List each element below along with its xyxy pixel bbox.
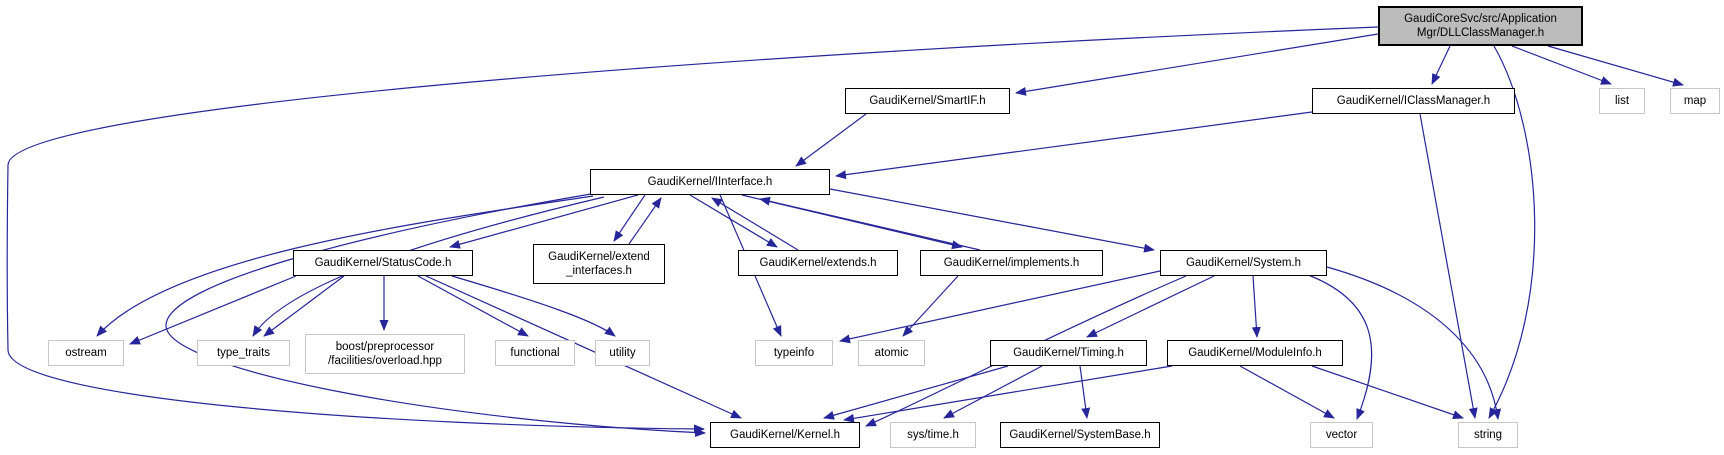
node-label: GaudiKernel/SystemBase.h <box>1009 428 1151 441</box>
node-typeinfo[interactable]: typeinfo <box>755 340 833 366</box>
node-label: boost/preprocessor /facilities/overload.… <box>328 340 442 367</box>
edge-statuscode-to-utility <box>451 275 616 337</box>
edge-implements-to-iinterface <box>759 196 981 251</box>
node-label: GaudiKernel/implements.h <box>943 256 1080 269</box>
node-label: utility <box>609 346 636 359</box>
node-label: GaudiKernel/ModuleInfo.h <box>1188 346 1322 359</box>
node-label: map <box>1683 94 1707 107</box>
edge-statuscode-to-ostream <box>129 275 297 345</box>
edge-timing-to-systime <box>943 365 1043 419</box>
node-label: GaudiKernel/Timing.h <box>1013 346 1124 359</box>
edge-moduleinfo-to-vector <box>1239 365 1335 419</box>
edge-implements-to-atomic <box>902 275 959 337</box>
edge-root-to-string <box>1488 45 1536 419</box>
edge-extends-to-iinterface <box>711 197 799 251</box>
node-atomic[interactable]: atomic <box>858 340 925 366</box>
node-label: GaudiKernel/Kernel.h <box>730 428 840 441</box>
edge-root-to-list <box>1511 45 1612 85</box>
edge-iinterface-to-extends <box>689 194 778 248</box>
edge-system-to-moduleinfo <box>1251 275 1261 338</box>
edge-statuscode-to-kernel <box>425 275 742 419</box>
node-label: list <box>1614 94 1630 107</box>
node-kernel-h[interactable]: GaudiKernel/Kernel.h <box>710 422 860 448</box>
node-system-h[interactable]: GaudiKernel/System.h <box>1160 250 1327 276</box>
edge-root-to-smartif <box>1015 33 1379 96</box>
node-systembase-h[interactable]: GaudiKernel/SystemBase.h <box>1000 422 1160 448</box>
edge-iinterface-to-kernel <box>165 193 706 438</box>
edge-moduleinfo-to-kernel <box>843 365 1173 423</box>
node-label: ostream <box>65 346 107 359</box>
node-smartif-h[interactable]: GaudiKernel/SmartIF.h <box>845 88 1010 114</box>
node-timing-h[interactable]: GaudiKernel/Timing.h <box>990 340 1147 366</box>
node-label: GaudiKernel/StatusCode.h <box>314 256 452 269</box>
edge-iclassmanager-to-string <box>1419 113 1478 419</box>
edge-iinterface-to-system <box>829 188 1155 253</box>
edge-extendinterfaces-to-iinterface <box>628 197 662 245</box>
node-iclassmanager-h[interactable]: GaudiKernel/IClassManager.h <box>1312 88 1515 114</box>
edge-root-to-iclassmanager <box>1431 45 1451 85</box>
node-implements-h[interactable]: GaudiKernel/implements.h <box>920 250 1103 276</box>
node-label: GaudiKernel/extends.h <box>759 256 877 269</box>
edge-statuscode-to-functional <box>417 275 529 337</box>
node-statuscode-h[interactable]: GaudiKernel/StatusCode.h <box>293 250 473 276</box>
edge-iinterface-to-statuscode <box>449 194 639 249</box>
edge-system-to-string <box>1326 266 1502 420</box>
edge-system-to-timing <box>1086 275 1215 338</box>
node-label: GaudiKernel/System.h <box>1185 256 1302 269</box>
node-label: GaudiCoreSvc/src/Application Mgr/DLLClas… <box>1404 12 1557 39</box>
node-dllclassmanager-h[interactable]: GaudiCoreSvc/src/Application Mgr/DLLClas… <box>1378 6 1583 46</box>
node-label: GaudiKernel/IInterface.h <box>647 175 773 188</box>
node-ostream[interactable]: ostream <box>48 340 124 366</box>
node-utility[interactable]: utility <box>595 340 650 366</box>
edge-root-to-map <box>1547 45 1684 87</box>
node-label: vector <box>1325 428 1358 441</box>
node-label: functional <box>510 346 560 359</box>
node-iinterface-h[interactable]: GaudiKernel/IInterface.h <box>590 169 830 195</box>
node-label: sys/time.h <box>907 428 959 441</box>
edge-timing-to-systembase <box>1079 365 1091 419</box>
node-extend-interfaces-h[interactable]: GaudiKernel/extend _interfaces.h <box>533 244 665 284</box>
node-label: GaudiKernel/SmartIF.h <box>869 94 986 107</box>
node-type-traits[interactable]: type_traits <box>197 340 290 366</box>
node-label: GaudiKernel/extend _interfaces.h <box>548 250 650 277</box>
node-label: string <box>1473 428 1503 441</box>
edge-system-to-vector <box>1302 272 1373 420</box>
edge-statuscode-to-typetraits <box>263 275 345 337</box>
node-sys-time-h[interactable]: sys/time.h <box>890 422 976 448</box>
node-list[interactable]: list <box>1599 88 1645 114</box>
edge-moduleinfo-to-string <box>1311 365 1464 419</box>
node-label: typeinfo <box>773 346 815 359</box>
edge-smartif-to-iinterface <box>795 113 867 167</box>
edge-timing-to-kernel <box>823 365 1009 420</box>
node-map[interactable]: map <box>1670 88 1720 114</box>
edge-iinterface-to-extendinterfaces <box>613 194 646 242</box>
node-boost-overload-hpp[interactable]: boost/preprocessor /facilities/overload.… <box>305 334 465 374</box>
node-vector[interactable]: vector <box>1310 422 1373 448</box>
node-functional[interactable]: functional <box>495 340 575 366</box>
node-label: GaudiKernel/IClassManager.h <box>1336 94 1491 107</box>
edge-root-to-kernel <box>6 26 1379 434</box>
node-label: type_traits <box>216 346 271 359</box>
node-string[interactable]: string <box>1458 422 1518 448</box>
edge-iclassmanager-to-iinterface <box>835 111 1313 180</box>
node-moduleinfo-h[interactable]: GaudiKernel/ModuleInfo.h <box>1167 340 1343 366</box>
node-extends-h[interactable]: GaudiKernel/extends.h <box>738 250 898 276</box>
node-label: atomic <box>874 346 909 359</box>
edge-system-to-typeinfo <box>839 270 1161 344</box>
